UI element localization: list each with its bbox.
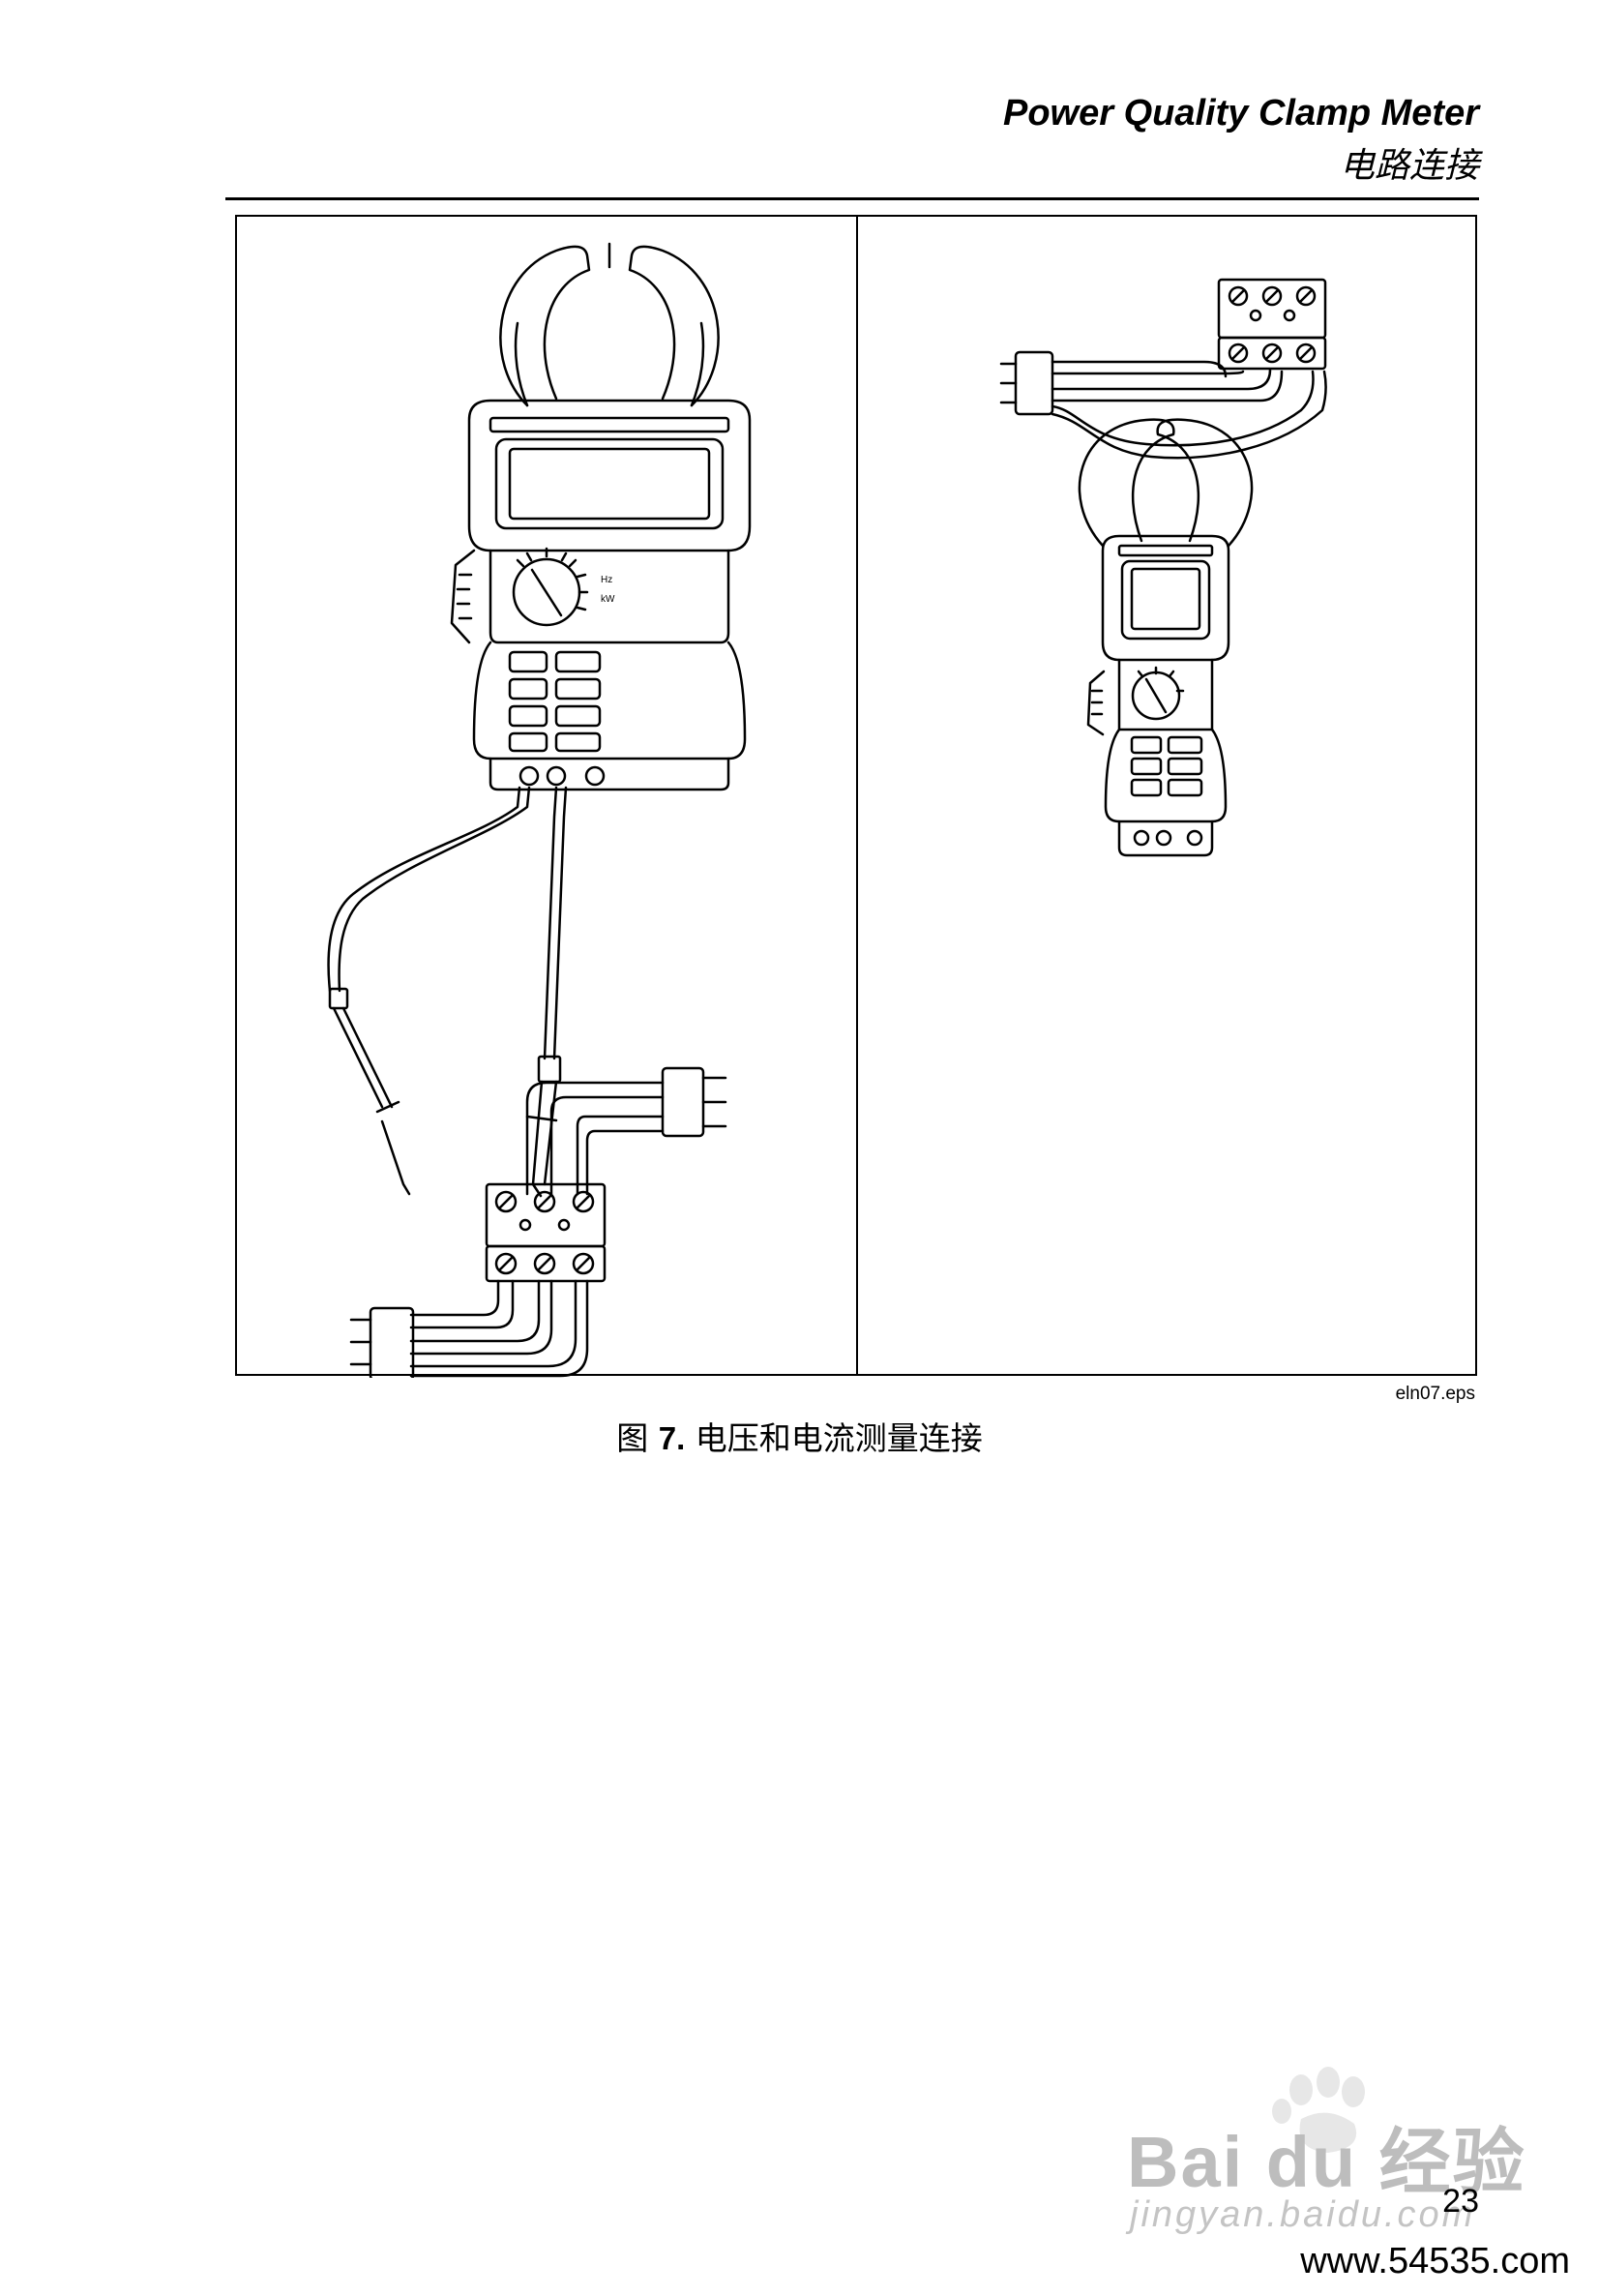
left-terminal-block: [349, 1066, 727, 1378]
figure-panel-divider: [856, 217, 858, 1374]
site-url: www.54535.com: [1300, 2241, 1570, 2281]
watermark-paw-icon: [1272, 2067, 1365, 2153]
left-clamp-meter: Hz kW: [450, 242, 752, 791]
figure-frame: Hz kW: [235, 215, 1477, 1378]
left-test-leads: [327, 786, 568, 1198]
page-header-title: Power Quality Clamp Meter: [1002, 93, 1479, 134]
svg-text:kW: kW: [601, 594, 615, 605]
figure-caption-prefix: 图: [616, 1419, 649, 1457]
figure-caption: 图 7. 电压和电流测量连接: [0, 1413, 1599, 1459]
page-number: 23: [1442, 2183, 1479, 2220]
watermark-brand: Bai du 经验: [1127, 2122, 1526, 2202]
page-header-subtitle: 电路连接: [1339, 146, 1479, 186]
right-terminal-block: [1217, 278, 1327, 371]
header-divider: [225, 197, 1479, 200]
figure-file-name: eln07.eps: [1395, 1384, 1475, 1404]
svg-text:Hz: Hz: [601, 575, 612, 585]
right-clamp-meter: [1078, 418, 1254, 857]
figure-illustration: Hz kW: [327, 242, 1327, 1378]
right-cables: [999, 350, 1327, 460]
watermark-url: jingyan.baidu.com: [1130, 2194, 1476, 2235]
figure-caption-number: 7.: [658, 1420, 686, 1456]
figure-caption-text: 电压和电流测量连接: [695, 1419, 983, 1457]
